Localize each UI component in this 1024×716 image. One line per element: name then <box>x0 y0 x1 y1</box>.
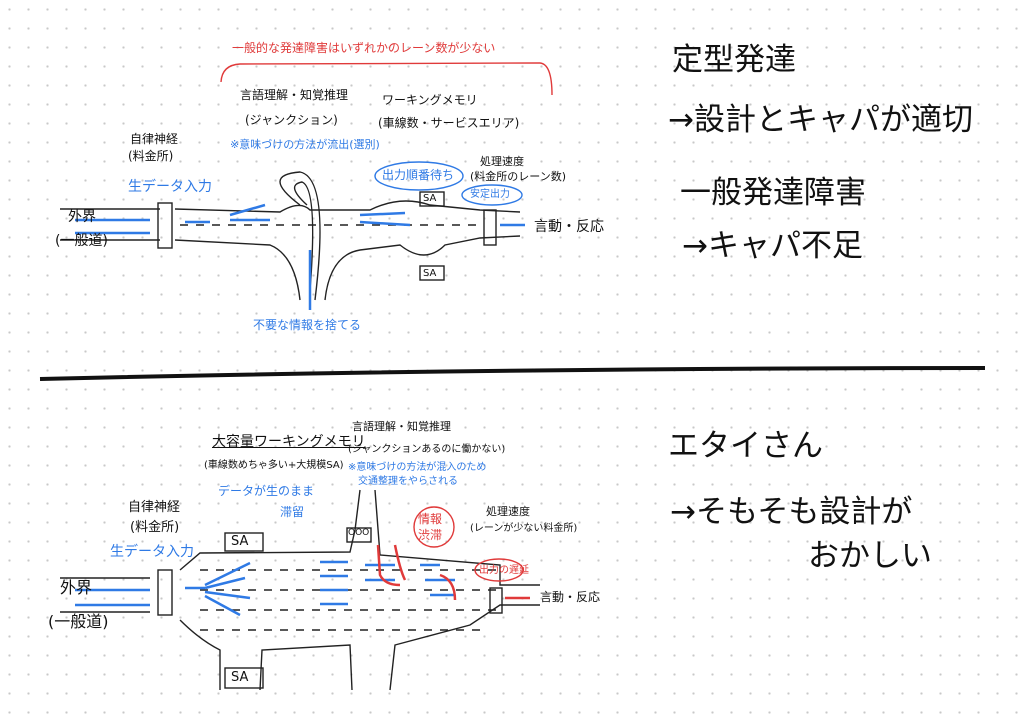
autonomic-title: 自律神経 <box>128 500 181 515</box>
autonomic-subtitle: (料金所) <box>130 520 180 535</box>
top-road <box>60 171 521 301</box>
bottom-road <box>60 489 540 691</box>
outside-subtitle: (一般道) <box>55 233 108 249</box>
speed-title: 処理速度 <box>480 155 524 168</box>
behavior-label: 言動・反応 <box>534 219 604 235</box>
etai-note: →そもそも設計が <box>670 494 913 530</box>
toll-gate <box>483 209 497 246</box>
raw-input-label: 生データ入力 <box>110 544 194 560</box>
typical-dev-note: →設計とキャパが適切 <box>668 102 973 138</box>
junction-subtitle: (ジャンクションあるのに働かない) <box>348 444 506 455</box>
toll-gate <box>489 587 503 614</box>
speed-title: 処理速度 <box>486 505 530 518</box>
working-memory-title: ワーキングメモリ <box>382 93 478 107</box>
info-jam-label: 情報渋滞 <box>418 512 443 542</box>
large-wm-title: 大容量ワーキングメモリ <box>212 434 366 450</box>
outside-title: 外界 <box>60 578 93 597</box>
meaning-note: ※意味づけの方法が混入のため <box>348 462 487 473</box>
stagnant-label: データが生のまま <box>218 484 315 498</box>
meaning-note: ※意味づけの方法が流出(選別) <box>230 138 380 151</box>
raw-input-label: 生データ入力 <box>128 179 212 195</box>
typical-dev-heading: 定型発達 <box>672 42 796 78</box>
red-bracket <box>220 62 553 96</box>
meaning-note-2: 交通整理をやらされる <box>358 476 458 487</box>
speed-subtitle: (レーンが少ない料金所) <box>470 523 578 534</box>
sa-label: SA <box>423 193 437 204</box>
etai-heading: エタイさん <box>668 428 823 464</box>
section-divider <box>39 366 986 381</box>
dev-disorder-note: →キャパ不足 <box>682 228 863 264</box>
top-flow-arrows <box>75 203 525 310</box>
sa-label: SA <box>231 534 249 549</box>
traffic-signal: OOO <box>348 528 370 538</box>
outside-subtitle: (一般道) <box>48 612 109 631</box>
jam-red-arrows <box>376 544 530 601</box>
output-delay-label: 出力の遅延 <box>479 565 529 576</box>
stagnant-label-2: 滞留 <box>280 505 305 519</box>
sa-label: SA <box>423 268 437 279</box>
toll-gate <box>157 569 173 616</box>
discard-label: 不要な情報を捨てる <box>253 318 362 332</box>
red-note: 一般的な発達障害はいずれかのレーン数が少ない <box>232 41 496 55</box>
autonomic-title: 自律神経 <box>130 132 179 146</box>
junction-title: 言語理解・知覚推理 <box>240 88 349 102</box>
output-queue-label: 出力順番待ち <box>382 168 455 182</box>
stable-output-label: 安定出力 <box>470 189 510 200</box>
behavior-label: 言動・反応 <box>540 590 601 604</box>
junction-title: 言語理解・知覚推理 <box>352 420 451 433</box>
junction-subtitle: (ジャンクション) <box>245 113 338 127</box>
etai-note-2: おかしい <box>808 538 932 574</box>
speed-subtitle: (料金所のレーン数) <box>470 170 567 183</box>
large-wm-subtitle: (車線数めちゃ多い+大規模SA) <box>204 460 344 471</box>
outside-title: 外界 <box>68 209 96 225</box>
autonomic-subtitle: (料金所) <box>128 149 174 163</box>
toll-gate <box>157 202 173 249</box>
bottom-flow-arrows <box>75 560 455 617</box>
sa-label: SA <box>231 670 249 685</box>
dev-disorder-heading: 一般発達障害 <box>680 175 866 211</box>
working-memory-subtitle: (車線数・サービスエリア) <box>378 116 520 130</box>
